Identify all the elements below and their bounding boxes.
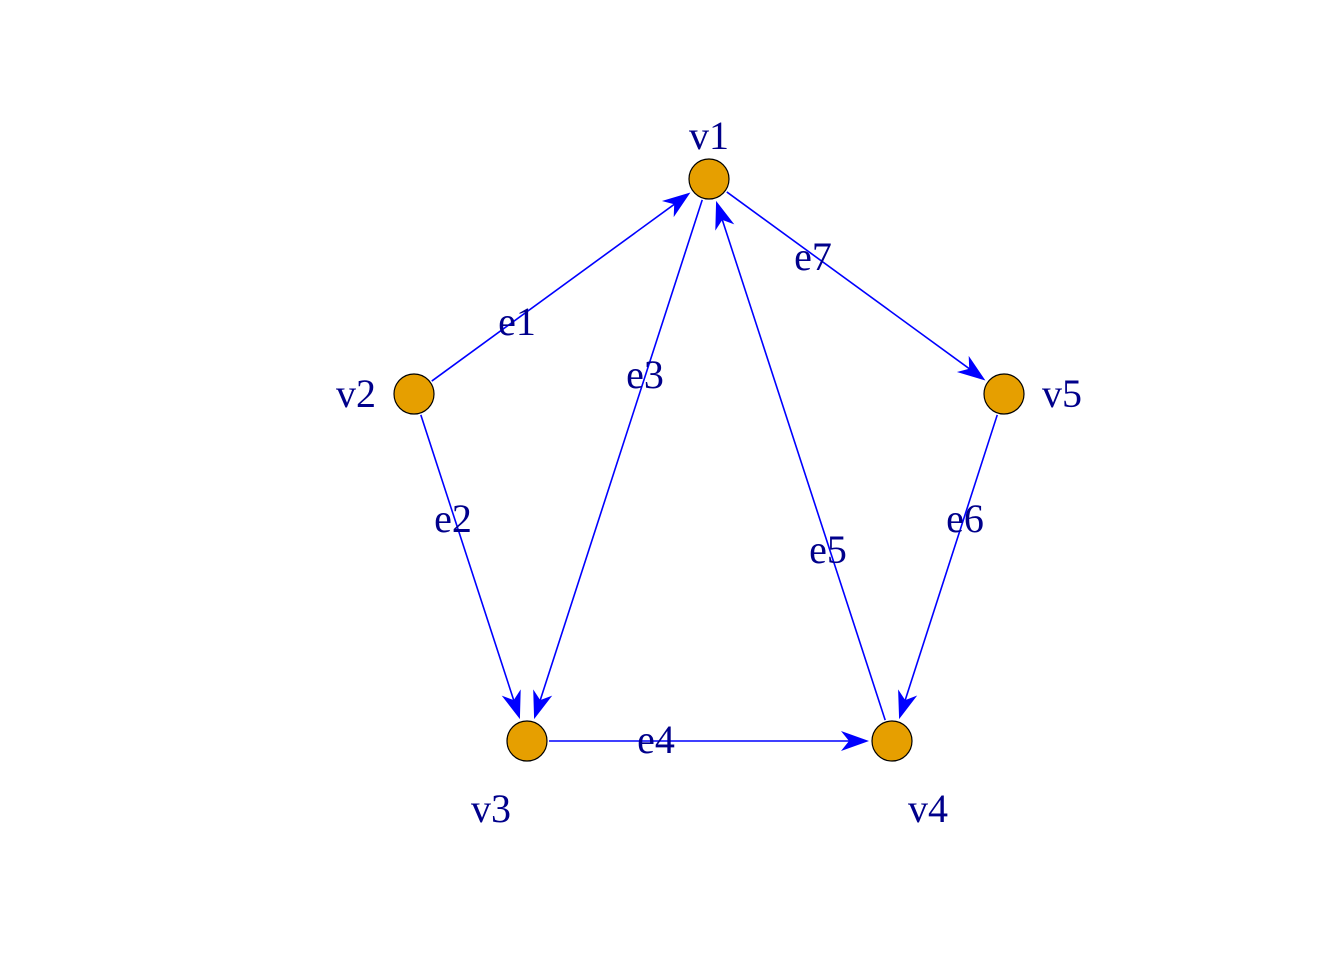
arrowhead-e4	[841, 731, 869, 751]
node-label-v4: v4	[908, 786, 948, 831]
node-label-v1: v1	[689, 113, 729, 158]
edges-layer	[420, 191, 999, 751]
node-v5[interactable]	[983, 373, 1025, 415]
edge-line-e1	[431, 197, 683, 382]
edge-e7	[726, 191, 986, 381]
edge-label-e2: e2	[434, 496, 472, 541]
arrowhead-e1	[661, 192, 691, 218]
arrowhead-e5	[715, 200, 735, 231]
edge-label-e7: e7	[794, 234, 832, 279]
edge-e2	[420, 414, 521, 720]
node-v3[interactable]	[506, 720, 548, 762]
edge-label-e5: e5	[809, 527, 847, 572]
edge-line-e3	[536, 199, 703, 710]
edge-label-e6: e6	[946, 496, 984, 541]
edge-e1	[431, 192, 691, 382]
arrowhead-e7	[956, 355, 986, 381]
edge-e3	[533, 199, 703, 720]
edge-label-e1: e1	[498, 299, 536, 344]
node-v1[interactable]	[688, 158, 730, 200]
edge-line-e5	[718, 210, 886, 721]
edge-label-e3: e3	[626, 352, 664, 397]
edge-line-e7	[726, 191, 978, 376]
edge-e5	[715, 200, 886, 721]
node-v4[interactable]	[871, 720, 913, 762]
edge-e6	[898, 414, 999, 720]
node-labels-layer: v1 v2 v3 v4 v5	[336, 113, 1082, 831]
node-label-v3: v3	[471, 786, 511, 831]
arrowhead-e3	[533, 689, 553, 720]
edge-label-e4: e4	[637, 717, 675, 762]
node-v2[interactable]	[393, 373, 435, 415]
node-label-v5: v5	[1042, 371, 1082, 416]
arrowhead-e6	[898, 689, 918, 720]
edge-e4	[549, 731, 869, 751]
nodes-layer	[393, 158, 1025, 762]
edge-line-e2	[420, 414, 518, 710]
node-label-v2: v2	[336, 371, 376, 416]
edge-line-e6	[901, 414, 999, 710]
edge-labels-layer: e1 e2 e3 e4 e5 e6 e7	[434, 234, 984, 762]
arrowhead-e2	[501, 689, 521, 720]
